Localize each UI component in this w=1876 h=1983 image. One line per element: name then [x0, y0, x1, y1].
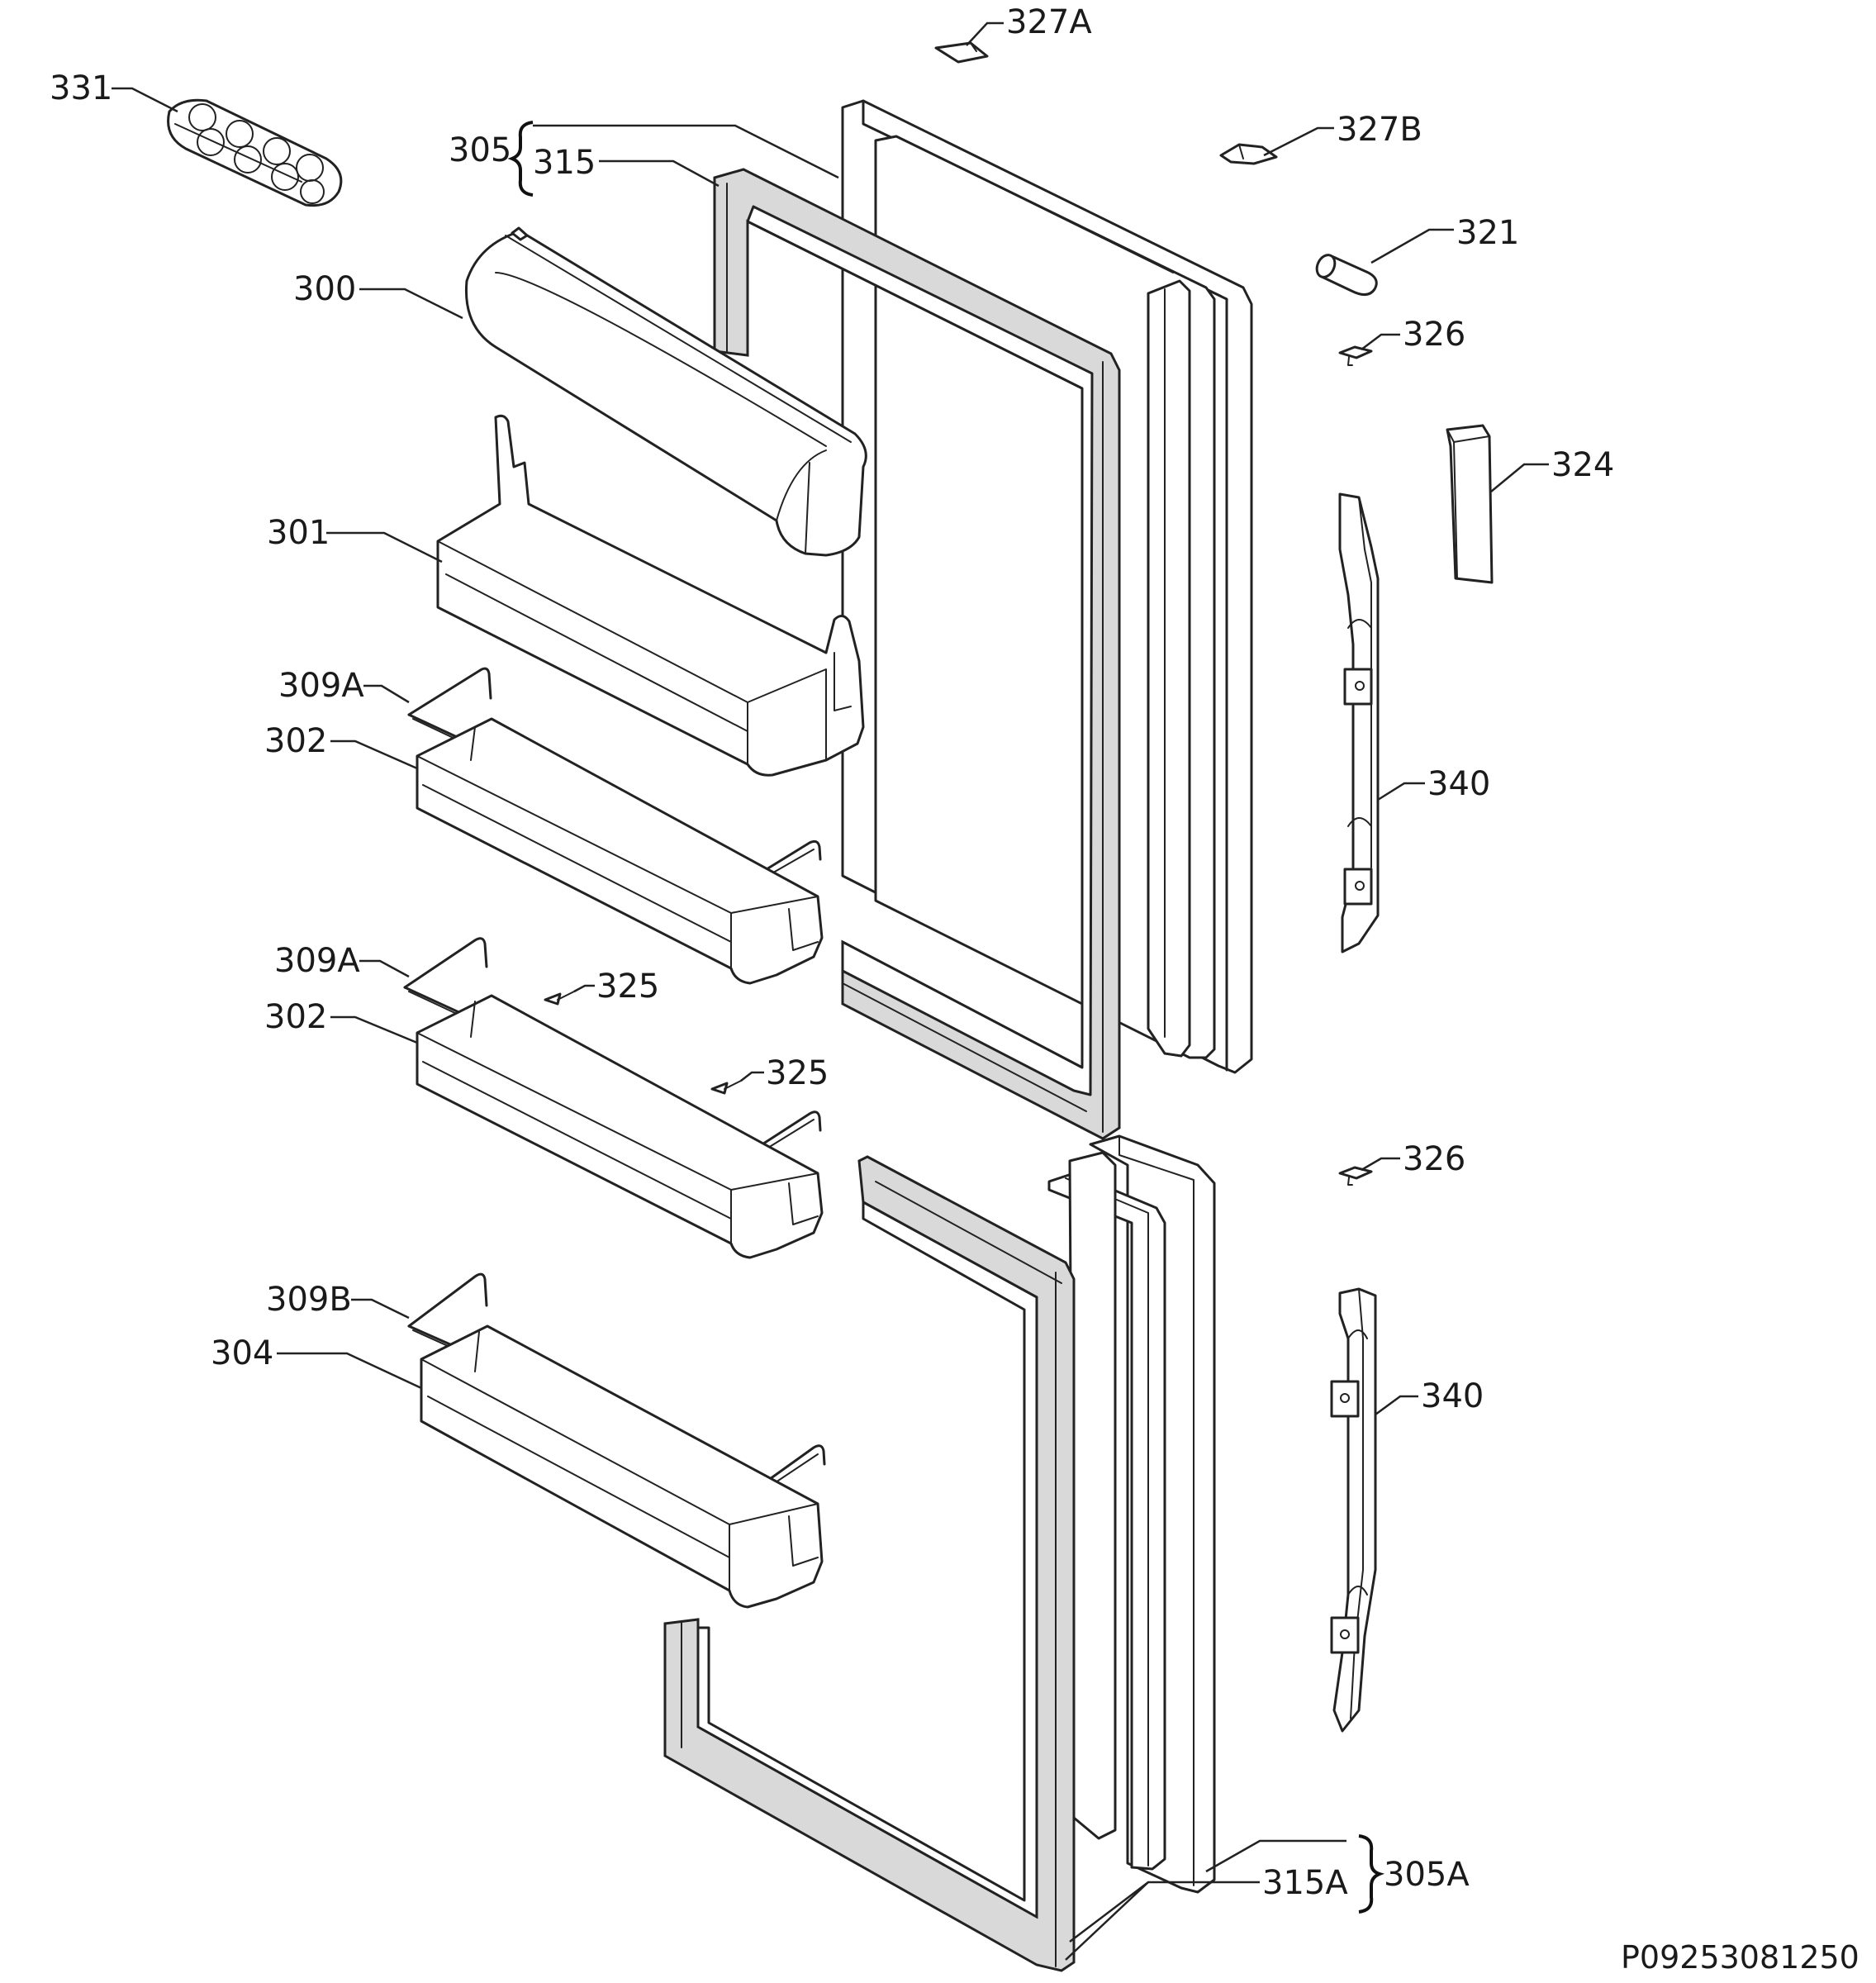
- leader-309B: [351, 1298, 410, 1320]
- part-305-upper-door: [841, 99, 1253, 1074]
- part-327B-hinge-cover: [1219, 143, 1278, 165]
- leader-lines: [112, 21, 1549, 1961]
- leader-309A-1: [363, 684, 410, 704]
- leader-321: [1370, 228, 1454, 264]
- label-305: 305: [449, 131, 511, 169]
- part-326-screw-bottom: [1338, 1166, 1373, 1186]
- leader-324: [1490, 463, 1549, 492]
- part-315-upper-gasket: [713, 168, 1121, 1140]
- label-326a: 326: [1403, 316, 1465, 354]
- label-304: 304: [211, 1334, 273, 1372]
- leader-315A-b: [1065, 1881, 1149, 1961]
- leader-326a: [1361, 333, 1400, 350]
- label-324: 324: [1551, 446, 1614, 484]
- part-331-egg-tray: [167, 98, 343, 207]
- leader-305A: [1205, 1839, 1346, 1873]
- part-321-pin: [1315, 254, 1378, 296]
- part-327A-hinge-cover: [934, 41, 989, 64]
- brace-305A: [1358, 1834, 1385, 1914]
- leader-331: [112, 87, 178, 113]
- drawing-code: P09253081250: [1621, 1939, 1859, 1976]
- leader-327B: [1263, 126, 1334, 157]
- leader-301: [326, 531, 443, 564]
- label-309A-1: 309A: [278, 667, 364, 705]
- label-309A-2: 309A: [274, 942, 360, 980]
- label-321: 321: [1456, 214, 1519, 252]
- leader-325b: [740, 1071, 764, 1082]
- label-315A: 315A: [1262, 1864, 1348, 1902]
- part-326-screw-top: [1338, 345, 1373, 366]
- label-331: 331: [50, 69, 112, 107]
- part-300-dairy-compartment-lid: [464, 226, 867, 557]
- leader-327A: [966, 21, 1004, 46]
- leader-340b: [1375, 1395, 1418, 1416]
- part-305A-lower-door: [1047, 1134, 1216, 1894]
- leader-305: [533, 124, 839, 179]
- part-325-screw-1: [544, 991, 575, 1006]
- leader-309A-2: [359, 959, 410, 978]
- part-315A-lower-gasket: [663, 1155, 1076, 1972]
- part-301-door-balcony: [436, 414, 865, 777]
- label-300: 300: [293, 270, 356, 308]
- part-340-hinge-bar-top: [1338, 492, 1380, 953]
- leader-325a: [573, 984, 595, 993]
- part-304-large-door-shelf: [420, 1324, 824, 1609]
- label-327B: 327B: [1337, 111, 1422, 149]
- leader-302-1: [330, 739, 418, 770]
- part-340-hinge-bar-bottom: [1330, 1287, 1377, 1733]
- label-309B: 309B: [266, 1281, 352, 1319]
- leader-315A: [1069, 1881, 1260, 1943]
- leader-315: [599, 159, 720, 188]
- leader-326b: [1361, 1157, 1400, 1172]
- leader-302-2: [330, 1015, 418, 1044]
- label-327A: 327A: [1006, 3, 1092, 41]
- label-325a: 325: [596, 968, 659, 1006]
- label-301: 301: [267, 514, 330, 552]
- leader-300: [359, 288, 463, 320]
- part-302-door-shelf-1: [416, 717, 824, 985]
- label-326b: 326: [1403, 1140, 1465, 1178]
- label-340a: 340: [1427, 765, 1490, 803]
- label-302-2: 302: [264, 998, 327, 1036]
- label-315: 315: [533, 144, 596, 182]
- label-305A: 305A: [1384, 1856, 1470, 1894]
- brace-305: [507, 121, 534, 197]
- part-325-screw-2: [710, 1080, 742, 1095]
- part-302-door-shelf-2: [416, 994, 824, 1259]
- label-302-1: 302: [264, 722, 327, 760]
- leader-340a: [1377, 782, 1425, 801]
- label-340b: 340: [1421, 1377, 1484, 1415]
- label-325b: 325: [766, 1054, 829, 1092]
- part-324-cover-plate: [1446, 424, 1494, 584]
- leader-304: [277, 1352, 422, 1390]
- part-number-labels: 331 327A 305 315 327B 321 300 326 324 30…: [50, 3, 1614, 1902]
